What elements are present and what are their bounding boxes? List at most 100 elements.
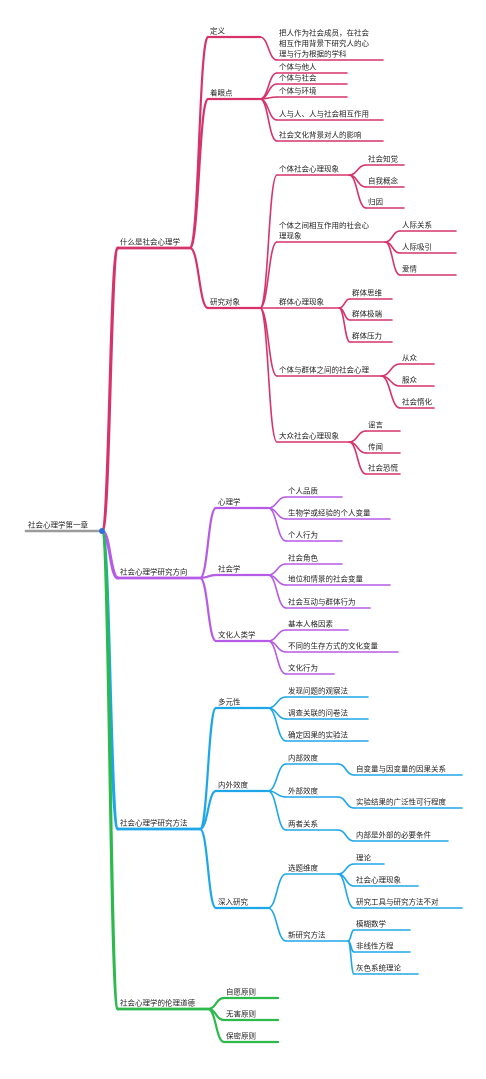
topic-node[interactable]: 无害原则 [222,1009,280,1022]
topic-node[interactable]: 文化人类学 [214,630,270,643]
topic-node[interactable]: 非线性方程 [353,941,411,953]
topic-label: 内部效度 [288,753,318,763]
topic-node[interactable]: 人际吸引 [399,243,457,254]
connector-line [259,307,278,443]
topic-node[interactable]: 社会恐慌 [365,463,401,475]
topic-node[interactable]: 自变量与因变量的因果关系 [353,764,463,776]
topic-node[interactable]: 大众社会心理现象 [276,431,350,443]
topic-node[interactable]: 定义 [206,26,262,39]
topic-node[interactable]: 保密原则 [222,1031,280,1044]
topic-node[interactable]: 传闻 [365,442,401,454]
topic-node[interactable]: 内部效度 [285,753,339,765]
connector-line [337,796,355,809]
topic-node[interactable]: 外部效度 [285,786,339,798]
topic-node[interactable]: 爱情 [399,264,457,276]
topic-node[interactable]: 心理学 [214,497,270,510]
topic-label: 传闻 [368,442,383,452]
topic-node[interactable]: 选题维度 [285,863,339,875]
topic-label: 社会心理学研究方法 [120,818,188,828]
topic-node[interactable]: 多元性 [214,697,270,710]
main-branch[interactable]: 社会心理学研究方法 [116,818,202,831]
topic-node[interactable]: 确定因果的实验法 [285,730,369,742]
connector-line [380,375,401,409]
topic-node[interactable]: 新研究方法 [285,930,349,942]
topic-node[interactable]: 归因 [365,197,405,209]
topic-node[interactable]: 群体极端 [349,309,393,321]
topic-node[interactable]: 个体之间相互作用的社会心理现象 [276,220,386,243]
topic-node[interactable]: 社会角色 [285,553,343,565]
topic-node[interactable]: 基本人格因素 [285,619,349,631]
connector-line [348,164,367,176]
topic-node[interactable]: 研究工具与研究方法不对 [353,897,463,909]
topic-node[interactable]: 群体压力 [349,331,393,343]
topic-node[interactable]: 社会学 [214,564,270,577]
topic-node[interactable]: 社会知觉 [365,154,405,166]
topic-node[interactable]: 个体与社会 [276,73,348,85]
topic-node[interactable]: 社会文化背景对人的影响 [276,130,384,142]
topic-node[interactable]: 人际关系 [399,220,457,232]
topic-node[interactable]: 两者关系 [285,819,339,831]
main-branch[interactable]: 社会心理学的伦理道德 [116,998,210,1011]
topic-node[interactable]: 深入研究 [214,897,270,910]
topic-label: 社会学 [218,564,241,574]
topic-label: 两者关系 [288,819,318,829]
topic-label: 社会惰化 [402,397,432,407]
topic-label: 个体之间相互作用的社会心理现象 [279,220,369,241]
connector-line [267,496,287,509]
topic-label: 服众 [402,376,417,385]
topic-label: 选题维度 [288,863,318,873]
topic-node[interactable]: 社会心理现象 [353,875,419,887]
topic-node[interactable]: 内外效度 [214,780,270,793]
topic-node[interactable]: 人与人、人与社会相互作用 [276,109,384,121]
topic-label: 自我概念 [368,176,398,186]
topic-label: 非线性方程 [356,941,394,951]
topic-node[interactable]: 着眼点 [206,88,262,101]
topic-node[interactable]: 个体与环境 [276,86,348,98]
main-branch[interactable]: 什么是社会心理学 [116,237,192,250]
topic-node[interactable]: 文化行为 [285,663,335,675]
topic-node[interactable]: 社会惰化 [399,397,435,409]
topic-node[interactable]: 个体社会心理现象 [276,164,350,176]
topic-node[interactable]: 服众 [399,376,435,387]
topic-label: 个体与环境 [279,86,317,96]
connector-line [259,72,278,100]
topic-node[interactable]: 内部是外部的必要条件 [353,830,449,842]
topic-node[interactable]: 个人品质 [285,486,343,498]
topic-node[interactable]: 社会互动与群体行为 [285,597,371,609]
topic-label: 个体社会心理现象 [279,164,339,174]
topic-node[interactable]: 谣言 [365,420,401,432]
root-topic[interactable]: 社会心理学第一章 [24,520,104,533]
topic-node[interactable]: 群体思维 [349,288,393,300]
topic-node[interactable]: 自我概念 [365,176,405,188]
topic-label: 外部效度 [288,786,318,796]
topic-node[interactable]: 研究对象 [206,297,262,310]
connector-line [347,929,355,942]
connector-line [347,940,355,975]
topic-node[interactable]: 灰色系统理论 [353,963,419,975]
topic-node[interactable]: 个体与群体之间的社会心理 [276,365,382,377]
main-branch[interactable]: 社会心理学研究方向 [116,567,202,580]
topic-node[interactable]: 不同的生存方式的文化变量 [285,641,399,653]
topic-node[interactable]: 地位和情景的社会变量 [285,574,391,586]
topic-node[interactable]: 个人行为 [285,530,343,542]
topic-node[interactable]: 个体与他人 [276,62,348,74]
connector-line [206,1007,226,1044]
topic-node[interactable]: 理论 [353,853,385,865]
topic-node[interactable]: 群体心理现象 [276,297,340,309]
topic-label: 发现问题的观察法 [288,686,348,696]
topic-node[interactable]: 生物学或经验的个人变量 [285,508,391,520]
topic-node[interactable]: 实验结果的广泛性可行程度 [353,797,463,809]
topic-label: 确定因果的实验法 [288,730,348,740]
topic-node[interactable]: 调查关联的问卷法 [285,708,369,720]
topic-label: 人际吸引 [402,243,432,252]
topic-label: 文化人类学 [218,630,256,640]
topic-label: 社会角色 [288,553,318,563]
topic-node[interactable]: 自愿原则 [222,987,280,1000]
topic-node[interactable]: 把人作为社会成员，在社会相互作用背景下研究人的心理与行为根据的学科 [276,28,384,61]
topic-node[interactable]: 从众 [399,354,435,365]
topic-node[interactable]: 发现问题的观察法 [285,686,369,698]
topic-label: 群体心理现象 [279,297,324,307]
topic-node[interactable]: 模糊数学 [353,919,411,931]
connector-line [337,763,355,776]
connector-line [198,576,218,643]
